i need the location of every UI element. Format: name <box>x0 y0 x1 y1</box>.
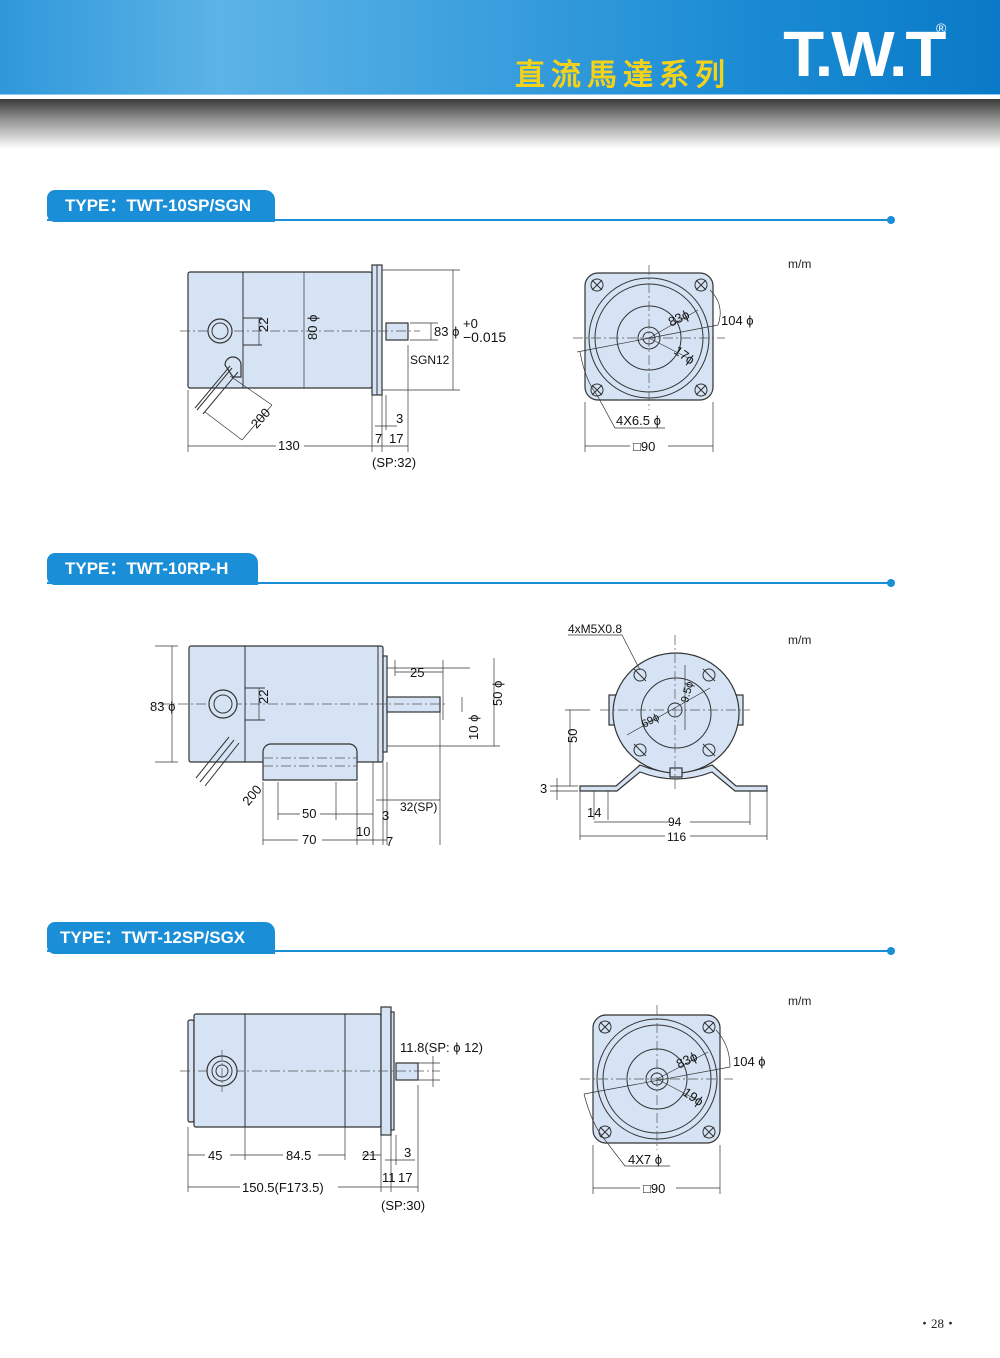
dim-height-50: 50 <box>565 729 580 743</box>
dim-17-s3: 17 <box>398 1170 412 1185</box>
dim-83: 83 ϕ <box>434 324 459 339</box>
dim-9-5: 9.5ϕ <box>679 680 696 704</box>
dim-sp30: (SP:30) <box>381 1198 425 1213</box>
rule-dot-2 <box>887 579 895 587</box>
page-number: ・28・ <box>918 1316 958 1331</box>
header-shadow <box>0 99 1000 149</box>
section-rule-3 <box>47 950 890 952</box>
gear-label-sgn12: SGN12 <box>410 353 450 367</box>
section-rule-2 <box>47 582 890 584</box>
section-rule-1 <box>47 219 890 221</box>
registered-mark: ® <box>936 20 947 36</box>
dim-square-90-3: □90 <box>643 1181 665 1196</box>
dim-11: 11 <box>382 1170 396 1185</box>
dim-84-5: 84.5 <box>286 1148 311 1163</box>
series-title: 直流馬達系列 <box>515 58 731 93</box>
dim-holes: 4X6.5 ϕ <box>616 413 661 428</box>
dim-total-length: 150.5(F173.5) <box>242 1180 324 1195</box>
dim-7-foot: 7 <box>386 834 393 849</box>
dim-80: 80 ϕ <box>305 315 320 340</box>
dim-21: 21 <box>362 1148 376 1163</box>
dim-70: 70 <box>302 832 316 847</box>
dim-shaft-11-8: 11.8(SP: ϕ 12) <box>400 1040 483 1055</box>
dim-83-body: 83 ϕ <box>150 699 175 714</box>
twt-logo: T.W.T <box>783 18 946 90</box>
dim-104-front-3: 104 ϕ <box>733 1054 766 1069</box>
dim-3-s3: 3 <box>404 1145 411 1160</box>
thread-spec: 4xM5X0.8 <box>568 622 622 636</box>
dim-94: 94 <box>668 815 682 829</box>
dim-22-terminal: 22 <box>256 690 271 704</box>
dim-104: 104 ϕ <box>721 313 754 328</box>
dim-50-flange: 50 ϕ <box>490 681 505 706</box>
motor-front-view-1: 83ϕ 104 ϕ 17ϕ 4X6.5 ϕ □90 <box>573 265 754 454</box>
dim-wire-length: 200 <box>248 405 274 431</box>
dim-7: 7 <box>375 431 382 446</box>
header-banner <box>0 0 1000 94</box>
dim-17: 17 <box>389 431 403 446</box>
motor-side-view-3: 11.8(SP: ϕ 12) 45 84.5 21 3 150.5(F173.5… <box>180 1006 483 1213</box>
type-label-3: TYPE：TWT-12SP/SGX <box>47 922 275 954</box>
type-label-1: TYPE：TWT-10SP/SGN <box>47 190 275 222</box>
unit-label-1: m/m <box>788 257 812 271</box>
motor-front-view-2: 4xM5X0.8 9.5ϕ 69ϕ 50 3 14 94 116 <box>540 622 768 844</box>
dim-square-90: □90 <box>633 439 655 454</box>
rule-dot-3 <box>887 947 895 955</box>
motor-front-view-3: 83ϕ 104 ϕ 19ϕ 4X7 ϕ □90 <box>580 1005 766 1196</box>
tolerance-minus: −0.015 <box>463 329 506 345</box>
dim-holes-3: 4X7 ϕ <box>628 1152 662 1167</box>
motor-side-view-2: 83 ϕ 22 25 10 ϕ 50 ϕ 200 50 3 32(SP) 70 … <box>150 645 505 849</box>
tolerance-plus: +0 <box>463 316 478 331</box>
dim-14: 14 <box>587 805 601 820</box>
dim-45: 45 <box>208 1148 222 1163</box>
dim-wire-200: 200 <box>239 782 264 808</box>
dim-25: 25 <box>410 665 424 680</box>
type-label-2: TYPE：TWT-10RP-H <box>47 553 258 585</box>
dim-3: 3 <box>396 411 403 426</box>
dim-22: 22 <box>256 318 271 332</box>
header-divider <box>0 94 1000 99</box>
dim-3-foot: 3 <box>382 808 389 823</box>
unit-label-2: m/m <box>788 633 812 647</box>
dim-10-shaft: 10 ϕ <box>466 715 481 740</box>
dim-sp32: (SP:32) <box>372 455 416 470</box>
dim-thickness-3: 3 <box>540 781 547 796</box>
unit-label-3: m/m <box>788 994 812 1008</box>
dim-130: 130 <box>278 438 300 453</box>
dim-50-foot: 50 <box>302 806 316 821</box>
dim-32sp: 32(SP) <box>400 800 437 814</box>
dim-10-foot: 10 <box>356 824 370 839</box>
motor-side-view-1: 200 22 80 ϕ 83 ϕ +0 −0.015 SGN12 130 3 7… <box>180 264 506 470</box>
rule-dot-1 <box>887 216 895 224</box>
dim-116: 116 <box>667 830 686 844</box>
